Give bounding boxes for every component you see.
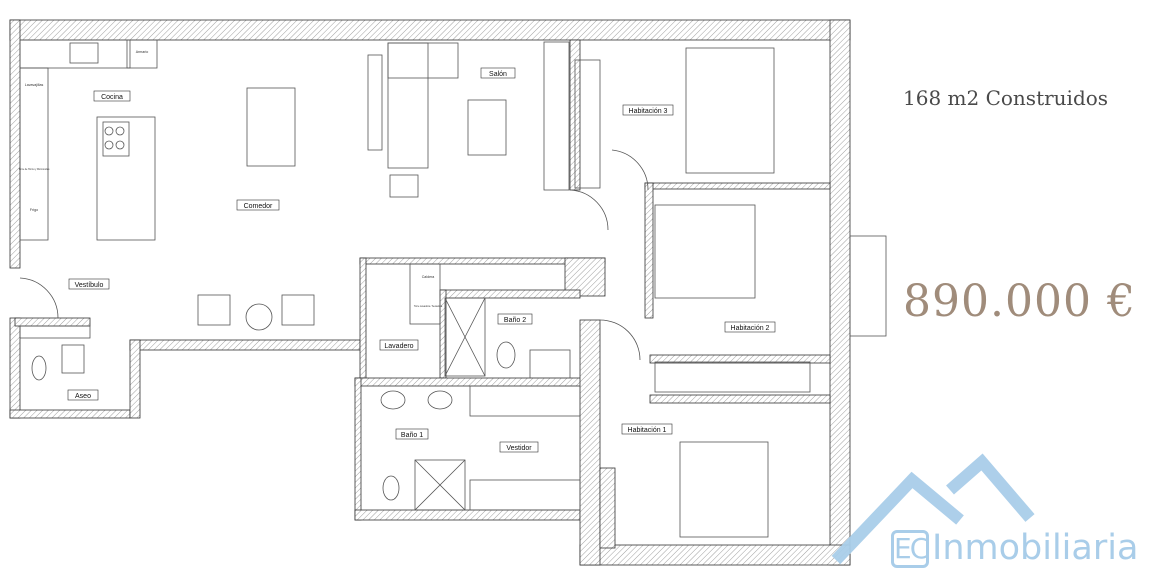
room-label-cocina: Cocina	[101, 94, 123, 101]
price: 890.000 €	[903, 276, 1136, 327]
built-area: 168 m2 Construidos	[903, 86, 1109, 110]
room-label-lavadero: Lavadero	[384, 343, 413, 350]
fixture-label-frigo: Frigo	[30, 208, 38, 212]
logo-roof-icon	[831, 453, 1035, 565]
furniture	[19, 39, 887, 538]
logo-name: Inmobiliaria	[932, 528, 1139, 568]
room-label-habitacion-2: Habitación 2	[731, 325, 770, 332]
room-label-vestibulo: Vestíbulo	[75, 282, 104, 289]
room-label-bano-2: Baño 2	[504, 317, 526, 324]
walls	[9, 19, 851, 566]
logo-mark: EC	[891, 530, 929, 568]
fixture-label-armario: Armario	[136, 50, 149, 54]
room-label-habitacion-1: Habitación 1	[628, 427, 667, 434]
room-label-salon: Salón	[489, 71, 507, 78]
fixture-label-lavavajillas: Lavavajillas	[25, 83, 44, 87]
room-label-aseo: Aseo	[75, 393, 91, 400]
room-label-comedor: Comedor	[244, 203, 273, 210]
room-label-bano-1: Baño 1	[401, 432, 423, 439]
fixture-label-torre-lavadora: Torre Lavadora / Secadora	[414, 305, 443, 308]
fixture-label-torre-horno: Torre de Horno y Microondas	[19, 168, 51, 171]
room-labels	[67, 67, 776, 453]
fixture-label-caldera: Caldera	[422, 275, 435, 279]
room-label-vestidor: Vestidor	[506, 445, 532, 452]
room-label-habitacion-3: Habitación 3	[629, 108, 668, 115]
